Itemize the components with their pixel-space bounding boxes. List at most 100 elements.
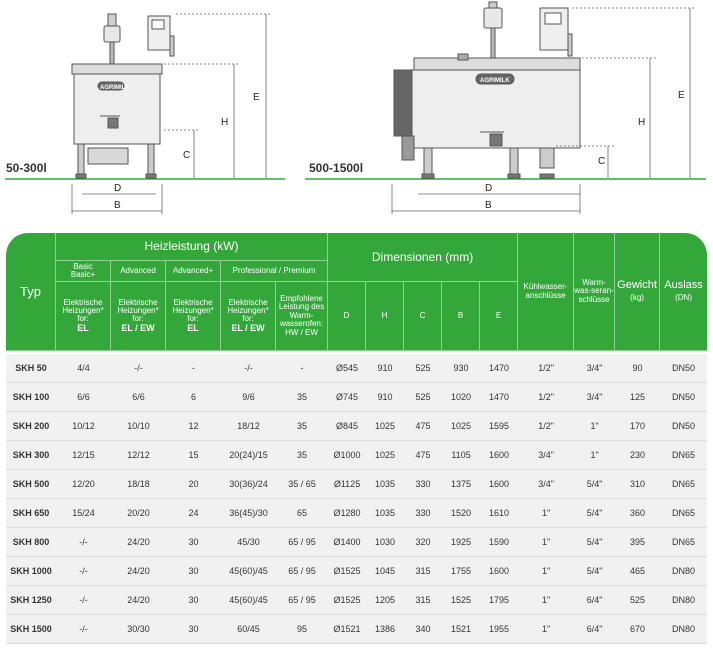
dim-b-small: B [114, 200, 121, 211]
outlet-label: Auslass [664, 278, 703, 291]
table-cell: 15/24 [56, 499, 111, 528]
table-cell: DN50 [660, 383, 708, 412]
table-cell: 1105 [442, 441, 481, 470]
spec-table: Typ Heizleistung (kW) Dimensionen (mm) K… [6, 233, 708, 644]
table-cell: 24/20 [111, 528, 166, 557]
dim-d-small: D [114, 183, 121, 194]
dim-header: Dimensionen (mm) [328, 233, 519, 282]
heater-professional: Elektrische Heizungen* for:EL / EW [221, 282, 276, 351]
table-cell: 20/20 [111, 499, 166, 528]
table-cell: Ø1400 [328, 528, 367, 557]
table-cell: DN50 [660, 354, 708, 383]
table-cell: 18/18 [111, 470, 166, 499]
table-cell: 6/6 [56, 383, 111, 412]
table-cell: DN65 [660, 528, 708, 557]
small-tank-dimensions [71, 13, 272, 214]
table-cell: 1521 [442, 615, 481, 644]
weight-unit: (kg) [630, 292, 644, 302]
dim-h-small: H [221, 117, 228, 128]
table-cell: -/- [56, 586, 111, 615]
table-cell: 330 [404, 470, 443, 499]
spacer-row [6, 351, 708, 354]
table-cell: DN80 [660, 586, 708, 615]
heater-text: Elektrische Heizungen* for: [62, 297, 104, 324]
table-cell: 1525 [442, 586, 481, 615]
table-cell: 1" [574, 441, 616, 470]
table-cell: DN80 [660, 615, 708, 644]
table-cell: 475 [404, 441, 443, 470]
table-cell: 12/15 [56, 441, 111, 470]
table-cell: 5/4" [574, 470, 616, 499]
table-cell: Ø1125 [328, 470, 367, 499]
table-cell: 525 [615, 586, 661, 615]
col-cooling: Kühlwasser-anschlüsse [518, 233, 575, 351]
table-cell: 525 [404, 354, 443, 383]
dim-col-e: E [480, 282, 519, 351]
table-cell: 90 [615, 354, 661, 383]
row-type-cell: SKH 1500 [6, 615, 56, 644]
table-cell: 1600 [480, 441, 519, 470]
table-cell: Ø745 [328, 383, 367, 412]
table-cell: 465 [615, 557, 661, 586]
heater-advanced-plus: Elektrische Heizungen* for:EL [166, 282, 221, 351]
table-cell: 6/4" [574, 586, 616, 615]
weight-label: Gewicht [617, 278, 657, 291]
table-cell: 3/4" [518, 441, 575, 470]
table-cell: 5/4" [574, 557, 616, 586]
table-cell: 5/4" [574, 528, 616, 557]
table-cell: 670 [615, 615, 661, 644]
heater-text: Elektrische Heizungen* for: [117, 297, 159, 324]
table-cell: 24/20 [111, 557, 166, 586]
table-cell: Ø545 [328, 354, 367, 383]
table-cell: 6 [166, 383, 221, 412]
col-outlet: Auslass(DN) [660, 233, 708, 351]
heater-type: EL [187, 322, 199, 333]
table-cell: 1755 [442, 557, 481, 586]
table-cell: 95 [276, 615, 329, 644]
table-cell: 3/4" [574, 383, 616, 412]
col-warm: Warm-was-seran-schlüsse [574, 233, 616, 351]
table-cell: DN65 [660, 470, 708, 499]
dim-e-large: E [678, 90, 685, 101]
table-cell: 1470 [480, 354, 519, 383]
outlet-unit: (DN) [675, 292, 692, 302]
table-cell: Ø1000 [328, 441, 367, 470]
table-cell: DN65 [660, 499, 708, 528]
table-cell: 24 [166, 499, 221, 528]
table-cell: 310 [615, 470, 661, 499]
table-cell: 45/30 [221, 528, 276, 557]
dim-col-c: C [404, 282, 443, 351]
table-cell: DN65 [660, 441, 708, 470]
table-cell: 1/2" [518, 354, 575, 383]
table-cell: 525 [404, 383, 443, 412]
dim-h-large: H [638, 117, 645, 128]
table-cell: 1035 [366, 499, 405, 528]
table-cell: -/- [221, 354, 276, 383]
heater-type: EL [77, 322, 89, 333]
table-cell: 45(60)/45 [221, 557, 276, 586]
table-cell: 1" [518, 615, 575, 644]
model-label-large: 500-1500l [309, 161, 363, 175]
table-cell: 12/12 [111, 441, 166, 470]
table-cell: 1025 [366, 441, 405, 470]
technical-drawings: 50-300l 500-1500l AGRIMILK [5, 1, 706, 214]
table-cell: 1590 [480, 528, 519, 557]
table-cell: 45(60)/45 [221, 586, 276, 615]
table-cell: -/- [111, 354, 166, 383]
table-cell: 1025 [442, 412, 481, 441]
table-cell: 930 [442, 354, 481, 383]
row-type-cell: SKH 1000 [6, 557, 56, 586]
table-cell: 315 [404, 557, 443, 586]
table-cell: 36(45)/30 [221, 499, 276, 528]
table-cell: Ø1525 [328, 586, 367, 615]
table-cell: 30 [166, 586, 221, 615]
table-cell: Ø1521 [328, 615, 367, 644]
table-cell: - [166, 354, 221, 383]
logo-large-tank: AGRIMILK [480, 78, 510, 84]
small-tank-drawing [71, 13, 175, 179]
